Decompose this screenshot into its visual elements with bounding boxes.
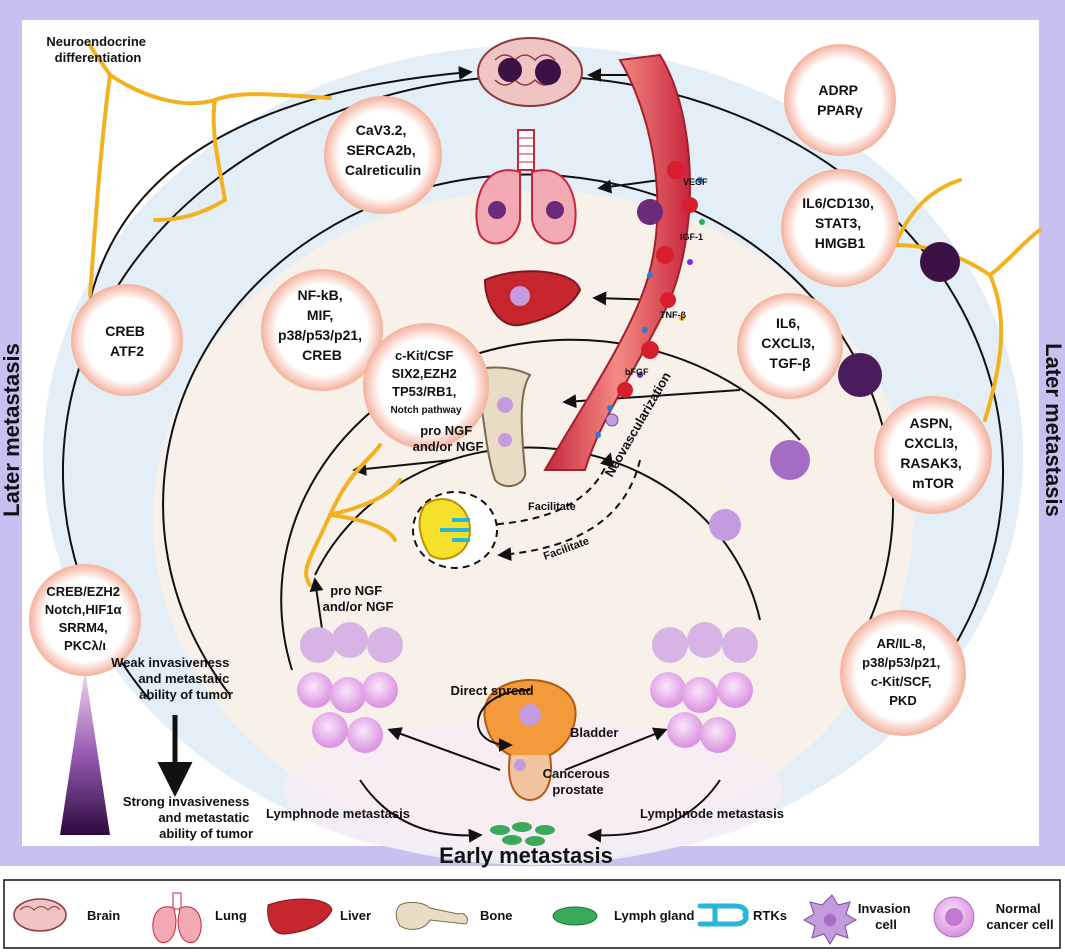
vessel-factor-bfgf: bFGF [625,367,649,377]
liver-organ [483,270,582,327]
metastasis-arrows [89,65,741,843]
lung-organ [475,129,577,245]
lymph-gland-icon [552,906,598,926]
pro-ngf-bottom-label: pro NGF and/or NGF [323,583,394,614]
bubble-ckit: c-Kit/CSF SIX2,EZH2 TP53/RB1, Notch path… [390,348,462,416]
weak-invasiveness-label: Weak invasiveness and metastatic ability… [111,655,233,702]
legend: Brain Lung Liver Bone Lymph gland RTKs I… [3,879,1061,949]
legend-label-bone: Bone [480,908,513,923]
lymph-glands [490,822,555,846]
bubble-crebezh2: CREB/EZH2 Notch,HIF1α SRRM4, PKCλ/ι [45,584,125,653]
pro-ngf-top-label: pro NGF and/or NGF [413,423,484,454]
bubble-creb-atf2: CREB ATF2 [105,323,149,359]
bubble-nfkb: NF-kB, MIF, p38/p53/p21, CREB [278,287,366,363]
lung-icon [152,892,202,944]
tumor-cluster-right [650,622,758,753]
bone-icon [395,901,468,930]
lymph-label-left: Lymphnode metastasis [266,806,410,821]
early-metastasis-bottom: Early metastasis [439,843,613,868]
bubble-cav: CaV3.2, SERCA2b, Calreticulin [345,122,421,178]
vessel-factor-igf1: IGF-1 [680,232,703,242]
bladder-label: Bladder [570,725,618,740]
brain-organ [477,37,583,107]
invasion-cell-icon [802,894,858,945]
liver-icon [267,898,333,935]
legend-label-rtks: RTKs [753,908,787,923]
legend-label-normal-cancer-cell: Normal cancer cell [986,901,1053,932]
tumor-cluster-left [297,622,403,753]
legend-label-invasion-cell: Invasion cell [858,901,914,932]
legend-label-liver: Liver [340,908,371,923]
factor-bubbles [29,44,992,736]
invasiveness-gradient [60,670,193,835]
bubble-il6cd130: IL6/CD130, STAT3, HMGB1 [802,195,877,251]
nerve-fibers [88,43,1042,587]
normal-cell-icon [933,896,975,938]
bubble-adrp: ADRP PPARγ [817,82,863,118]
bladder-prostate [477,678,577,802]
lymph-label-right: Lymphnode metastasis [640,806,784,821]
bubble-aril8: AR/IL-8, p38/p53/p21, c-Kit/SCF, PKD [862,636,944,708]
vessel-factor-vegf: VEGF [683,177,708,187]
legend-label-lymph-gland: Lymph gland [614,908,694,923]
invasion-cells [637,199,960,541]
brain-icon [13,898,67,932]
receptor-cell [418,498,472,560]
bubble-il6cxcl: IL6, CXCLl3, TGF-β [761,315,819,371]
later-metastasis-right: Later metastasis [1041,343,1065,517]
neuroendocrine-label: Neuroendocrine differentiation [46,34,149,65]
later-metastasis-left: Later metastasis [0,343,24,517]
cancerous-prostate-label: Cancerous prostate [543,766,614,797]
legend-label-brain: Brain [87,908,120,923]
direct-spread-label: Direct spread [450,683,533,698]
facilitate-label-top: Facilitate [528,501,576,513]
legend-label-lung: Lung [215,908,247,923]
bubble-aspn: ASPN, CXCLl3, RASAK3, mTOR [900,415,965,491]
rtk-icon [697,903,749,927]
vessel-factor-tnfb: TNF-β [660,310,686,320]
strong-invasiveness-label: Strong invasiveness and metastatic abili… [123,794,253,841]
